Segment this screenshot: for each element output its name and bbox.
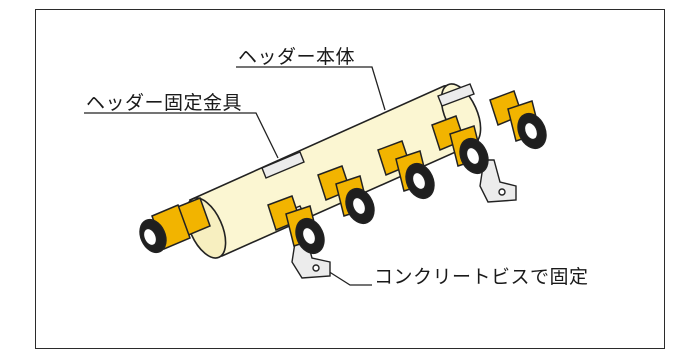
label-screw-fixing: コンクリートビスで固定 [374,266,589,288]
label-header-bracket: ヘッダー固定金具 [86,92,243,114]
branch-fitting-4 [431,115,489,175]
branch-fitting-1 [267,195,325,255]
leader-header-bracket [84,112,279,159]
branch-fitting-5 [489,90,547,150]
label-header-body: ヘッダー本体 [238,46,356,68]
leader-header-body [236,66,386,111]
header-bracket-right [437,83,517,203]
branch-fitting-2 [317,165,375,225]
end-fitting [139,197,211,254]
branch-fitting-3 [377,140,435,200]
